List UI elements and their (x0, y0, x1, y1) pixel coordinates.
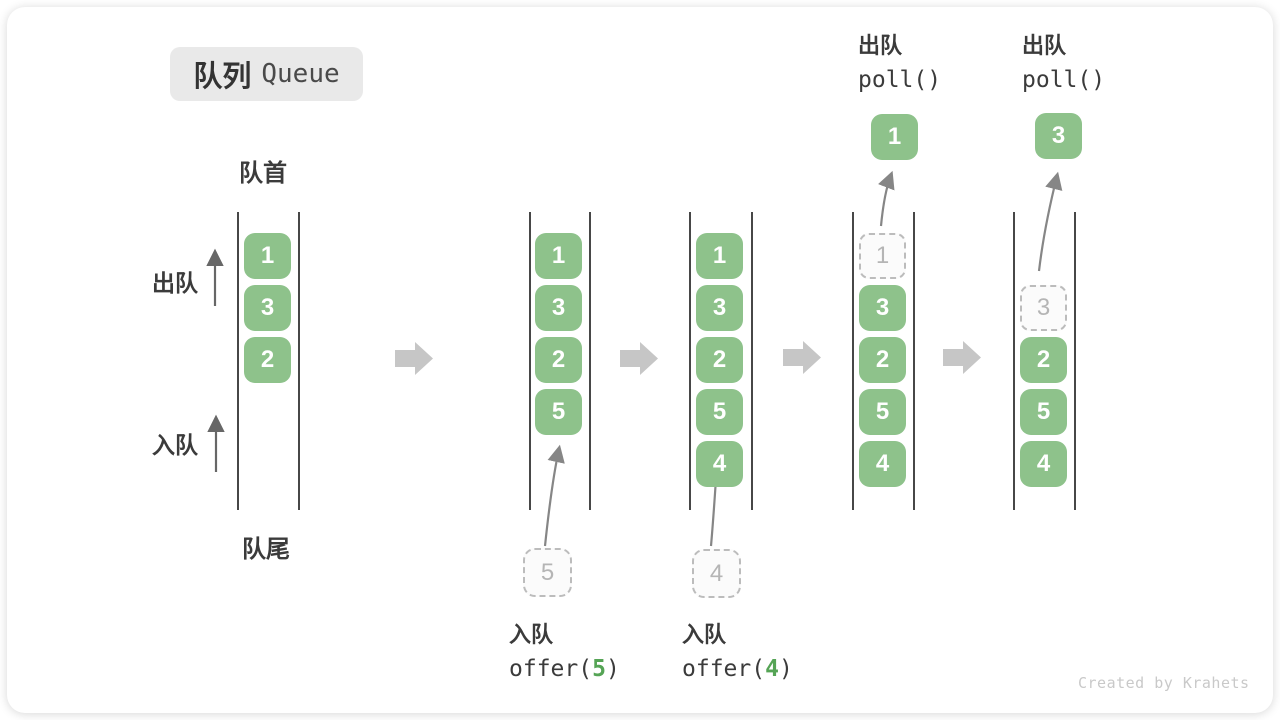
column-wall (1074, 212, 1076, 510)
transition-arrow-icon (943, 341, 981, 374)
dequeued-item: 1 (871, 114, 918, 160)
code-fn: offer( (682, 656, 766, 682)
dequeue-op-label: 出队 poll() (858, 28, 941, 93)
queue-item: 1 (696, 233, 743, 279)
queue-item: 1 (244, 233, 291, 279)
removed-item-ghost: 3 (1020, 285, 1067, 331)
queue-item: 4 (1020, 441, 1067, 487)
code-close: ) (778, 656, 793, 682)
dequeue-op-title: 出队 (1022, 33, 1067, 58)
queue-item: 5 (535, 389, 582, 435)
queue-item: 5 (696, 389, 743, 435)
code-close: ) (605, 656, 620, 682)
transition-arrow-icon (783, 341, 821, 374)
queue-item: 3 (244, 285, 291, 331)
queue-item: 2 (696, 337, 743, 383)
queue-item: 2 (244, 337, 291, 383)
column-wall (529, 212, 531, 510)
queue-item: 3 (696, 285, 743, 331)
queue-item: 1 (535, 233, 582, 279)
column-wall (852, 212, 854, 510)
dequeue-op-code: poll() (858, 67, 942, 93)
watermark: Created by Krahets (1078, 674, 1250, 692)
queue-item: 3 (859, 285, 906, 331)
dequeue-side-label: 出队 (152, 270, 198, 296)
removed-item-ghost: 1 (859, 233, 906, 279)
column-wall (589, 212, 591, 510)
dequeue-op-label: 出队 poll() (1022, 28, 1105, 93)
code-arg: 4 (765, 656, 779, 682)
enqueue-op-code: offer(5) (509, 656, 620, 682)
dequeue-op-code: poll() (1022, 67, 1106, 93)
column-wall (237, 212, 239, 510)
enqueue-op-label: 入队 offer(4) (682, 617, 793, 682)
dequeued-item: 3 (1035, 113, 1082, 159)
enqueue-op-title: 入队 (682, 622, 727, 647)
column-wall (913, 212, 915, 510)
queue-item: 5 (1020, 389, 1067, 435)
queue-item: 2 (1020, 337, 1067, 383)
incoming-item-ghost: 4 (692, 549, 741, 598)
queue-item: 2 (535, 337, 582, 383)
column-wall (689, 212, 691, 510)
enqueue-op-title: 入队 (509, 622, 554, 647)
enqueue-op-code: offer(4) (682, 656, 793, 682)
transition-arrow-icon (620, 342, 658, 375)
title-zh: 队列 (193, 61, 252, 93)
queue-item: 2 (859, 337, 906, 383)
code-arg: 5 (592, 656, 606, 682)
dequeue-op-title: 出队 (858, 33, 903, 58)
column-wall (1013, 212, 1015, 510)
title-badge: 队列 Queue (170, 47, 363, 101)
incoming-item-ghost: 5 (523, 548, 572, 597)
queue-item: 4 (696, 441, 743, 487)
title-en: Queue (261, 59, 340, 89)
enqueue-side-label: 入队 (152, 432, 198, 458)
rear-label: 队尾 (242, 536, 290, 563)
queue-item: 4 (859, 441, 906, 487)
enqueue-op-label: 入队 offer(5) (509, 617, 620, 682)
queue-item: 3 (535, 285, 582, 331)
transition-arrow-icon (395, 342, 433, 375)
queue-item: 5 (859, 389, 906, 435)
front-label: 队首 (239, 160, 287, 187)
column-wall (298, 212, 300, 510)
code-fn: offer( (509, 656, 593, 682)
column-wall (751, 212, 753, 510)
